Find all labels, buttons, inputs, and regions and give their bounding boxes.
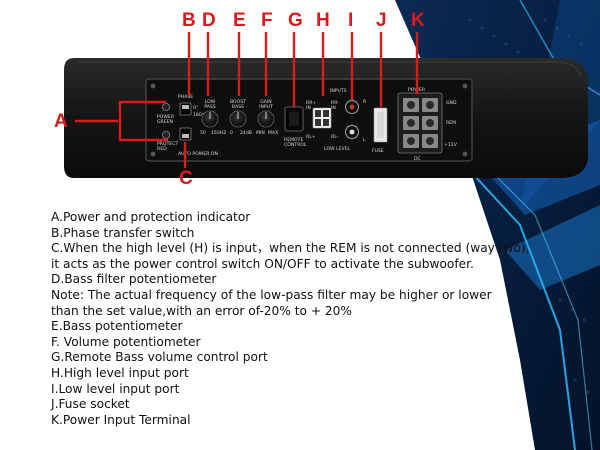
hl-rr-label: RR+IN: [306, 100, 316, 111]
callout-a: A: [54, 111, 68, 132]
gain-max: MAX: [268, 130, 278, 136]
rem-label: REM: [446, 120, 456, 126]
phase-0-label: 0°: [193, 105, 198, 111]
hl-rr2-label: RR-IN: [331, 100, 339, 111]
description-line: Note: The actual frequency of the low-pa…: [51, 287, 492, 302]
hl-rl-label: RL+: [306, 134, 316, 140]
input-section: INPUTS RR+IN RR-IN RL+ RL- R L LOW LEVEL: [306, 88, 367, 152]
description-line: E.Bass potentiometer: [51, 319, 183, 334]
gnd-label: GND: [446, 100, 457, 106]
callout-j: J: [376, 10, 387, 31]
description-line: K.Power Input Terminal: [51, 412, 191, 427]
protect-led-icon: [161, 130, 170, 139]
low-level-label: LOW LEVEL: [324, 146, 351, 152]
callout-f: F: [261, 10, 273, 31]
low-pass-max: 150HZ: [211, 130, 226, 136]
power-led-icon: [161, 103, 170, 112]
description-line: it acts as the power control switch ON/O…: [51, 256, 474, 271]
callout-k: K: [411, 10, 425, 31]
low-pass-min: 50: [200, 130, 206, 136]
callout-c: C: [179, 168, 193, 189]
description-line: J.Fuse socket: [51, 397, 130, 412]
hl-rl2-label: RL-: [331, 134, 339, 140]
boost-min: 0: [230, 130, 233, 136]
input-l-label: L: [363, 137, 366, 143]
callout-b: B: [182, 10, 196, 31]
auto-power-on-label: AUTO POWER ON: [178, 151, 218, 157]
description-line: D.Bass filter potentiometer: [51, 272, 217, 287]
callout-i: I: [348, 10, 354, 31]
dc-label: DC: [414, 156, 421, 162]
description-line: H.High level input port: [51, 365, 189, 380]
description-line: than the set value,with an error of-20% …: [51, 303, 353, 318]
phase-label: PHASE: [178, 94, 193, 100]
gain-min: MIN: [256, 130, 265, 136]
callout-d: D: [202, 10, 216, 31]
inputs-label: INPUTS: [330, 88, 347, 94]
callout-e: E: [233, 10, 246, 31]
description-line: I.Low level input port: [51, 381, 180, 396]
fuse-label: FUSE: [372, 148, 384, 154]
callout-lines: [75, 32, 419, 168]
description-line: G.Remote Bass volume control port: [51, 350, 268, 365]
input-r-label: R: [363, 99, 367, 105]
fuse-section: FUSE: [372, 107, 388, 154]
callout-g: G: [288, 10, 303, 31]
boost-max: 24dB: [240, 130, 252, 136]
description-line: B.Phase transfer switch: [51, 225, 195, 240]
phase-180-label: 180°: [193, 112, 204, 118]
callout-h: H: [316, 10, 330, 31]
description-line: A.Power and protection indicator: [51, 210, 251, 224]
description-line: F. Volume potentiometer: [51, 334, 201, 349]
power-terminal-section: POWER GND REM +12V DC: [397, 87, 458, 162]
description-line: C.When the high level (H) is input，when …: [51, 241, 530, 256]
plus12-label: +12V: [444, 142, 458, 148]
